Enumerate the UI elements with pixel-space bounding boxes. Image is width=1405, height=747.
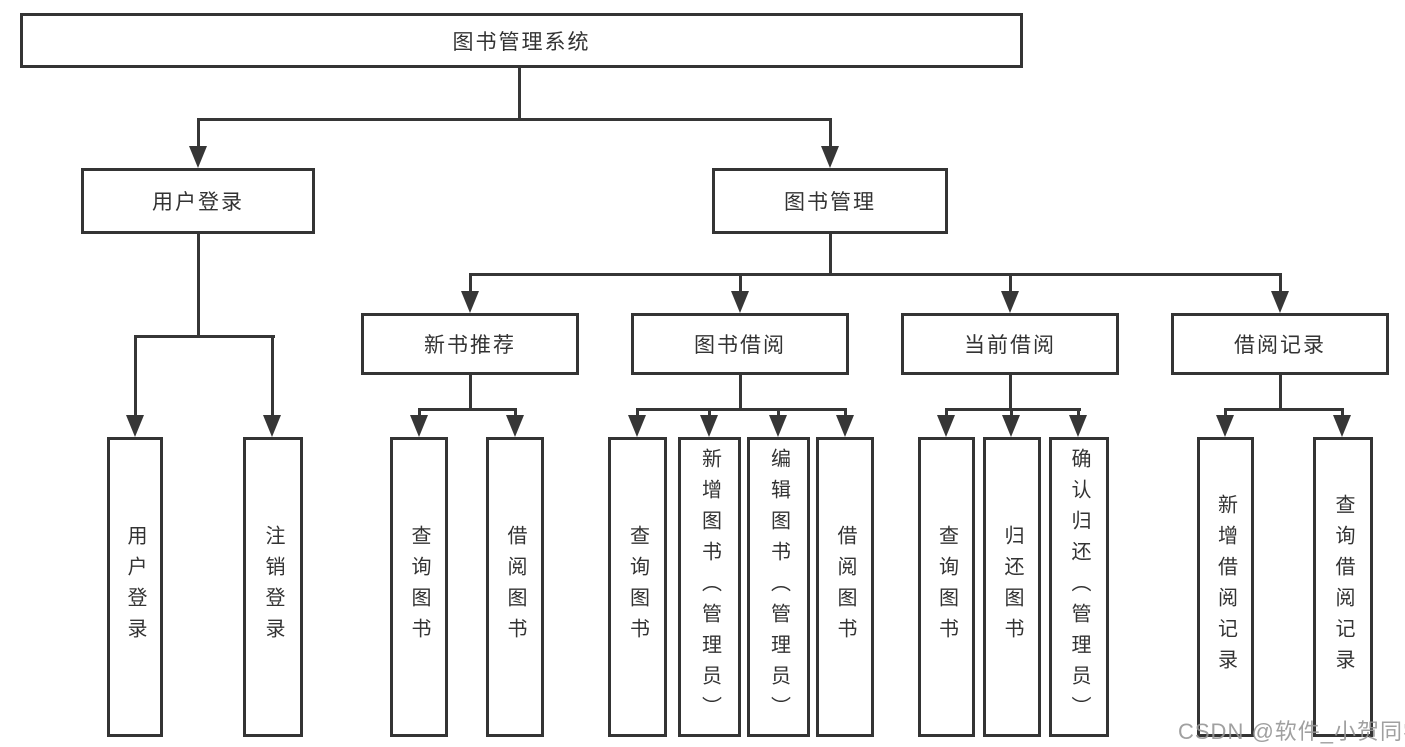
connector-user-login-bar xyxy=(134,335,275,338)
arrow-down-icon xyxy=(1216,415,1234,437)
arrow-down-icon xyxy=(836,415,854,437)
leaf-label: 归还图书 xyxy=(1001,525,1023,649)
node-label: 借阅记录 xyxy=(1234,334,1326,357)
node-label: 图书管理系统 xyxy=(452,30,591,54)
connector-user-login-stem xyxy=(197,234,200,335)
connector-current-borrow-stem xyxy=(1009,375,1012,408)
arrow-down-icon xyxy=(1002,415,1020,437)
node-label: 图书借阅 xyxy=(694,334,786,357)
leaf-label: 借阅图书 xyxy=(504,525,526,649)
leaf-label: 新增图书（管理员） xyxy=(698,447,721,727)
arrow-down-icon xyxy=(461,291,479,313)
leaf-add-borrow-record: 新增借阅记录 xyxy=(1197,437,1254,737)
leaf-query-borrow-record: 查询借阅记录 xyxy=(1313,437,1373,737)
arrow-down-icon xyxy=(506,415,524,437)
connector-stem-book-borrow xyxy=(739,273,742,293)
leaf-label: 用户登录 xyxy=(124,525,146,649)
arrow-down-icon xyxy=(769,415,787,437)
node-current-borrowing: 当前借阅 xyxy=(901,313,1119,375)
leaf-return-books: 归还图书 xyxy=(983,437,1041,737)
leaf-label: 查询图书 xyxy=(935,525,958,649)
leaf-label: 查询图书 xyxy=(408,525,430,649)
connector-borrow-records-stem xyxy=(1279,375,1282,408)
connector-stem-leaf xyxy=(271,335,274,417)
arrow-down-icon xyxy=(126,415,144,437)
arrow-down-icon xyxy=(700,415,718,437)
connector-root-bar xyxy=(197,118,832,121)
node-label: 图书管理 xyxy=(784,191,876,214)
node-label: 新书推荐 xyxy=(424,334,516,357)
node-label: 用户登录 xyxy=(152,191,244,214)
arrow-down-icon xyxy=(1271,291,1289,313)
connector-root-stem xyxy=(518,68,521,118)
connector-borrow-records-bar xyxy=(1224,408,1344,411)
leaf-query-books: 查询图书 xyxy=(918,437,975,737)
leaf-label: 查询图书 xyxy=(626,525,649,649)
arrow-down-icon xyxy=(1069,415,1087,437)
leaf-label: 新增借阅记录 xyxy=(1214,494,1237,680)
node-user-login: 用户登录 xyxy=(81,168,315,234)
arrow-down-icon xyxy=(1001,291,1019,313)
connector-book-management-stem xyxy=(829,234,832,273)
connector-stem-new-book xyxy=(469,273,472,293)
node-new-book-recommendation: 新书推荐 xyxy=(361,313,579,375)
leaf-add-books-admin: 新增图书（管理员） xyxy=(678,437,741,737)
connector-book-borrow-stem xyxy=(739,375,742,408)
leaf-query-books: 查询图书 xyxy=(608,437,667,737)
leaf-confirm-return-admin: 确认归还（管理员） xyxy=(1049,437,1109,737)
connector-new-book-stem xyxy=(469,375,472,408)
arrow-down-icon xyxy=(628,415,646,437)
leaf-label: 借阅图书 xyxy=(834,525,856,649)
connector-stem-current-borrow xyxy=(1009,273,1012,293)
connector-stem-borrow-records xyxy=(1279,273,1282,293)
arrow-down-icon xyxy=(937,415,955,437)
leaf-query-books: 查询图书 xyxy=(390,437,448,737)
arrow-down-icon xyxy=(1333,415,1351,437)
leaf-logout: 注销登录 xyxy=(243,437,303,737)
connector-stem-book-management xyxy=(829,118,832,148)
connector-stem-user-login xyxy=(197,118,200,148)
leaf-borrow-books: 借阅图书 xyxy=(486,437,544,737)
connector-new-book-bar xyxy=(418,408,517,411)
leaf-label: 确认归还（管理员） xyxy=(1068,447,1090,727)
arrow-down-icon xyxy=(263,415,281,437)
arrow-down-icon xyxy=(821,146,839,168)
connector-book-borrow-bar xyxy=(636,408,847,411)
connector-book-management-bar xyxy=(469,273,1281,276)
leaf-borrow-books: 借阅图书 xyxy=(816,437,874,737)
arrow-down-icon xyxy=(410,415,428,437)
arrow-down-icon xyxy=(731,291,749,313)
leaf-user-login: 用户登录 xyxy=(107,437,163,737)
arrow-down-icon xyxy=(189,146,207,168)
node-book-management: 图书管理 xyxy=(712,168,948,234)
connector-stem-leaf xyxy=(134,335,137,417)
leaf-edit-books-admin: 编辑图书（管理员） xyxy=(747,437,810,737)
leaf-label: 查询借阅记录 xyxy=(1332,494,1354,680)
node-library-management-system: 图书管理系统 xyxy=(20,13,1023,68)
node-book-borrowing: 图书借阅 xyxy=(631,313,849,375)
csdn-watermark: CSDN @软件_小贺同学 xyxy=(1178,719,1405,744)
connector-current-borrow-bar xyxy=(945,408,1081,411)
leaf-label: 注销登录 xyxy=(262,525,284,649)
node-borrowing-records: 借阅记录 xyxy=(1171,313,1389,375)
leaf-label: 编辑图书（管理员） xyxy=(767,447,790,727)
node-label: 当前借阅 xyxy=(964,334,1056,357)
